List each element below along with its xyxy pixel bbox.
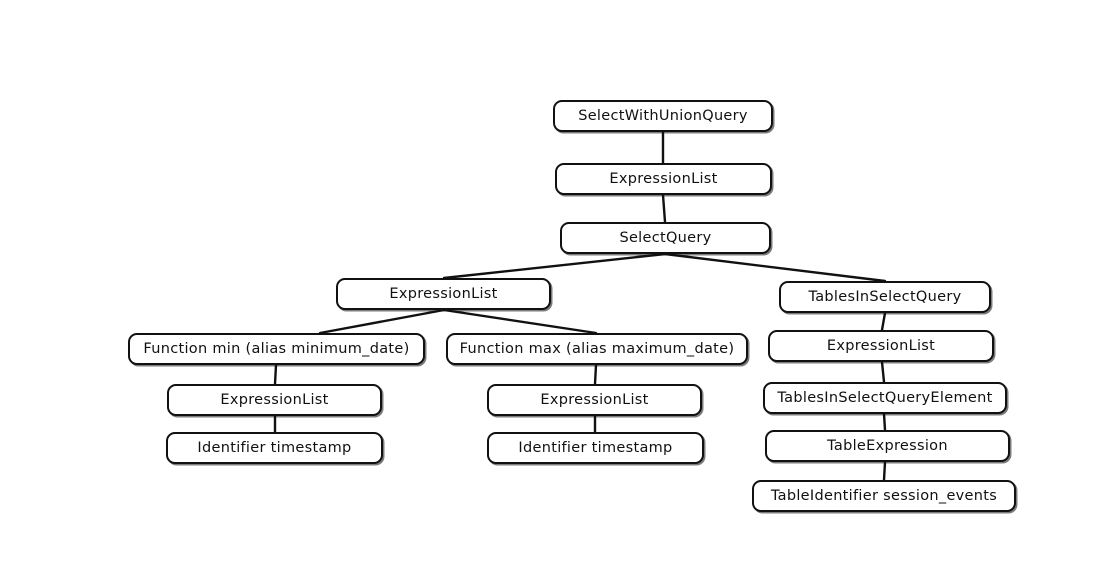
tree-node[interactable]: Identifier timestamp [166,432,383,464]
tree-edge [593,363,598,386]
tree-edge [442,252,667,280]
tree-node-label: ExpressionList [389,285,498,302]
tree-edge [318,308,446,335]
tree-node-label: TablesInSelectQueryElement [777,389,993,406]
tree-node[interactable]: Identifier timestamp [487,432,704,464]
tree-node[interactable]: SelectWithUnionQuery [553,100,773,132]
tree-node[interactable]: TableIdentifier session_events [752,480,1016,512]
tree-node-label: Identifier timestamp [197,439,352,456]
tree-edge [882,460,887,482]
tree-node-label: ExpressionList [609,170,718,187]
tree-edge [882,412,887,432]
tree-node-label: ExpressionList [826,337,936,354]
tree-node[interactable]: ExpressionList [336,278,551,310]
tree-edge [661,193,667,224]
tree-node-label: Identifier timestamp [518,439,673,456]
tree-edge [273,363,278,386]
tree-node-label: SelectQuery [619,229,712,246]
tree-node[interactable]: ExpressionList [487,384,702,416]
tree-edge [442,308,598,335]
tree-node[interactable]: SelectQuery [560,222,771,254]
tree-edge [880,360,886,384]
tree-node[interactable]: TableExpression [765,430,1010,462]
tree-node[interactable]: ExpressionList [167,384,382,416]
tree-node-label: TablesInSelectQuery [808,288,962,305]
tree-node[interactable]: ExpressionList [768,330,994,362]
tree-node-label: TableIdentifier session_events [770,487,998,504]
tree-node-label: SelectWithUnionQuery [578,107,748,124]
tree-edge [880,311,887,332]
tree-node-label: TableExpression [827,437,948,454]
tree-node[interactable]: Function max (alias maximum_date) [446,333,748,365]
tree-node[interactable]: TablesInSelectQueryElement [763,382,1007,414]
tree-node-label: ExpressionList [220,391,329,408]
tree-node[interactable]: ExpressionList [555,163,772,195]
tree-node[interactable]: TablesInSelectQuery [779,281,991,313]
tree-node-label: ExpressionList [540,391,649,408]
tree-node-label: Function min (alias minimum_date) [143,340,410,357]
tree-edge [663,252,887,283]
tree-node-label: Function max (alias maximum_date) [459,340,735,357]
tree-node[interactable]: Function min (alias minimum_date) [128,333,425,365]
